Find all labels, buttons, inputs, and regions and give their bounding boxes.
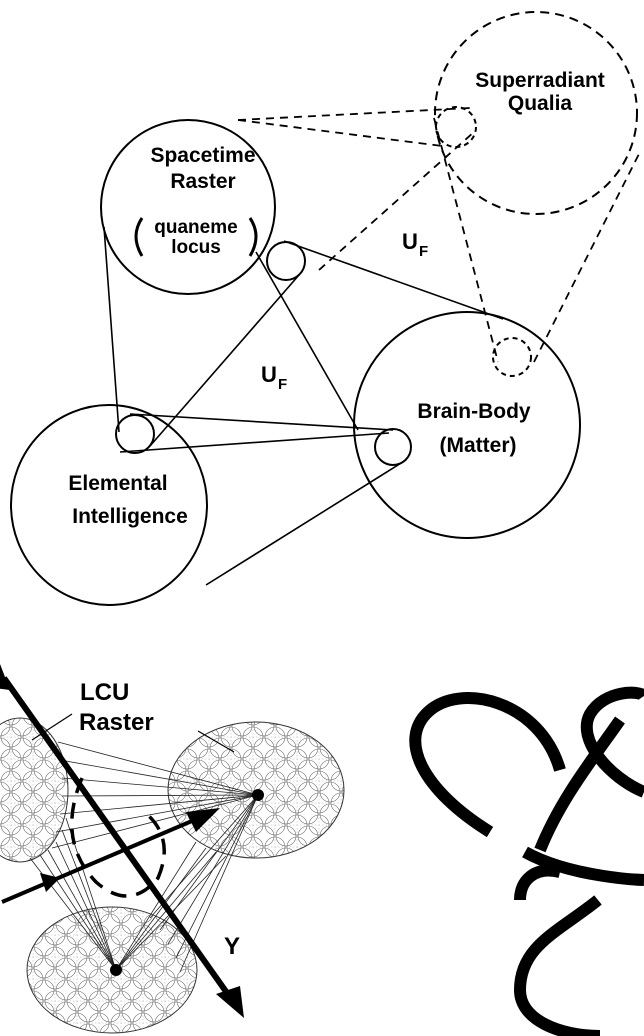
bottom-left-diagram — [0, 664, 345, 1034]
brain-body-label-line2: (Matter) — [440, 434, 517, 457]
brain-body-label-line1: Brain-Body — [417, 400, 530, 423]
raster-pointer-line — [197, 730, 235, 753]
svg-text:U: U — [261, 362, 277, 387]
raster-node-bottom — [110, 964, 122, 976]
elemental-label-line2: Intelligence — [72, 505, 188, 528]
quaneme-locus-group: quaneme locus — [134, 217, 258, 258]
cross-axis-line — [1, 813, 207, 904]
trefoil-knot-icon — [409, 686, 644, 1036]
cross-axis-arrow-head-icon — [186, 808, 220, 832]
svg-text:U: U — [402, 229, 418, 254]
y-axis-arrow-top-icon — [0, 664, 10, 690]
y-axis-arrow-bottom-icon — [216, 986, 244, 1018]
raster-node-right — [252, 789, 264, 801]
spacetime-label-line1: Spacetime — [150, 144, 255, 167]
quaneme-label-line2: locus — [171, 237, 221, 258]
cross-axis-arrow-mid-icon — [40, 873, 60, 892]
uf-upper-label: U F — [402, 229, 428, 260]
quaneme-label-line1: quaneme — [154, 217, 237, 238]
y-axis-label: Y — [224, 933, 240, 960]
solid-connectors — [103, 226, 504, 586]
brain-locus-circle — [374, 428, 412, 466]
dashed-orbit — [70, 777, 166, 898]
svg-text:F: F — [419, 243, 428, 260]
brain-body-circle — [353, 311, 581, 539]
elemental-label-line1: Elemental — [68, 472, 167, 495]
superradiant-label-line1: Superradiant — [475, 69, 605, 92]
right-paren-icon — [248, 217, 258, 257]
elemental-intelligence-circle — [10, 404, 208, 606]
fan-lines-bottom — [29, 817, 227, 971]
lcu-label: LCU — [80, 679, 129, 706]
svg-text:F: F — [278, 376, 287, 393]
qualia-locus-circle — [435, 106, 477, 148]
brain-qualia-locus-circle — [492, 337, 532, 377]
spacetime-locus-circle — [266, 241, 306, 281]
top-diagram — [10, 11, 642, 606]
spacetime-raster-circle — [100, 119, 276, 295]
uf-lower-label: U F — [261, 362, 287, 393]
superradiant-qualia-circle — [434, 11, 638, 215]
raster-ellipse-left — [0, 717, 69, 863]
spacetime-label-line2: Raster — [170, 170, 235, 193]
left-paren-icon — [134, 217, 144, 257]
elemental-locus-circle — [115, 414, 155, 454]
y-axis-line — [1, 676, 235, 1002]
raster-label: Raster — [79, 709, 154, 736]
lcu-pointer-line — [31, 713, 73, 741]
dashed-connectors — [237, 107, 642, 363]
superradiant-label-line2: Qualia — [508, 92, 573, 115]
